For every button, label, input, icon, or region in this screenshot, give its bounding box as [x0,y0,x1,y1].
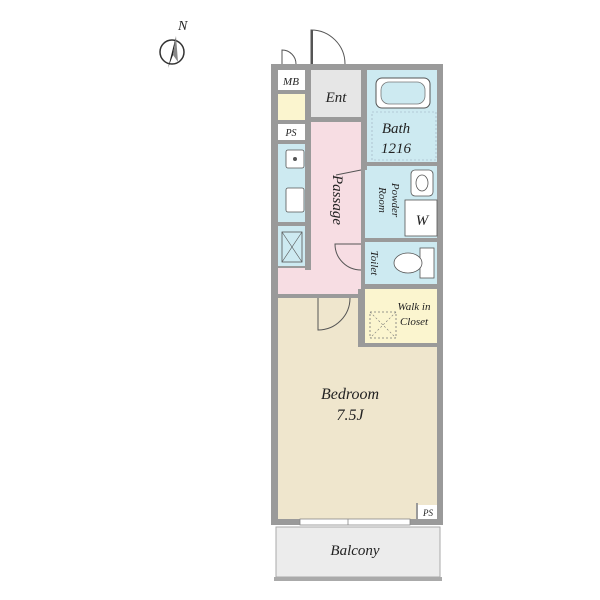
bedroom-size-label: 7.5J [336,407,364,424]
closet-label-2: Closet [400,316,429,328]
passage-lower-area [278,268,364,294]
pipe-space-bottom-label: PS [422,508,433,518]
pipe-space-top-area [278,124,305,140]
shoe-storage-area [278,94,305,120]
closet-storage-icon [369,311,397,339]
bath-label: Bath [382,121,410,137]
compass-arrow-shade-icon [173,36,178,62]
washbasin-icon [410,169,434,197]
bathtub-icon [371,77,437,161]
closet-label-1: Walk in [398,301,431,313]
powder-room-label-1: Powder [389,182,401,218]
balcony-rail [274,577,442,581]
balcony-area [275,526,441,578]
kitchen-sink-icon [285,149,305,169]
interior-walls [278,70,437,347]
closet-area [365,289,437,343]
balcony-window [299,518,411,526]
fridge-space-icon [281,231,303,263]
compass-label: N [177,19,188,34]
toilet-icon [393,247,435,279]
passage-label: Passage [329,174,345,225]
bath-size-label: 1216 [381,141,412,157]
powder-room-label-2: Room [376,186,388,213]
washer-label: W [416,213,430,229]
entrance-door [281,29,346,65]
washer-space-icon [404,199,438,237]
meter-box-area [278,70,305,90]
bedroom-label: Bedroom [321,386,379,403]
entrance-label: Ent [325,90,348,106]
stove-icon [285,187,305,213]
compass-circle-icon [159,39,185,65]
passage-area [311,122,361,294]
pipe-space-bottom-area [418,505,437,519]
ps-wall [416,503,418,519]
north-compass: N [159,19,188,68]
balcony-label: Balcony [330,543,379,559]
pipe-space-top-label: PS [284,128,296,139]
compass-arrow-icon [168,36,176,68]
interior-doors [317,169,362,331]
entrance-area [311,70,362,122]
meter-box-label: MB [282,76,299,88]
toilet-label: Toilet [368,251,380,277]
